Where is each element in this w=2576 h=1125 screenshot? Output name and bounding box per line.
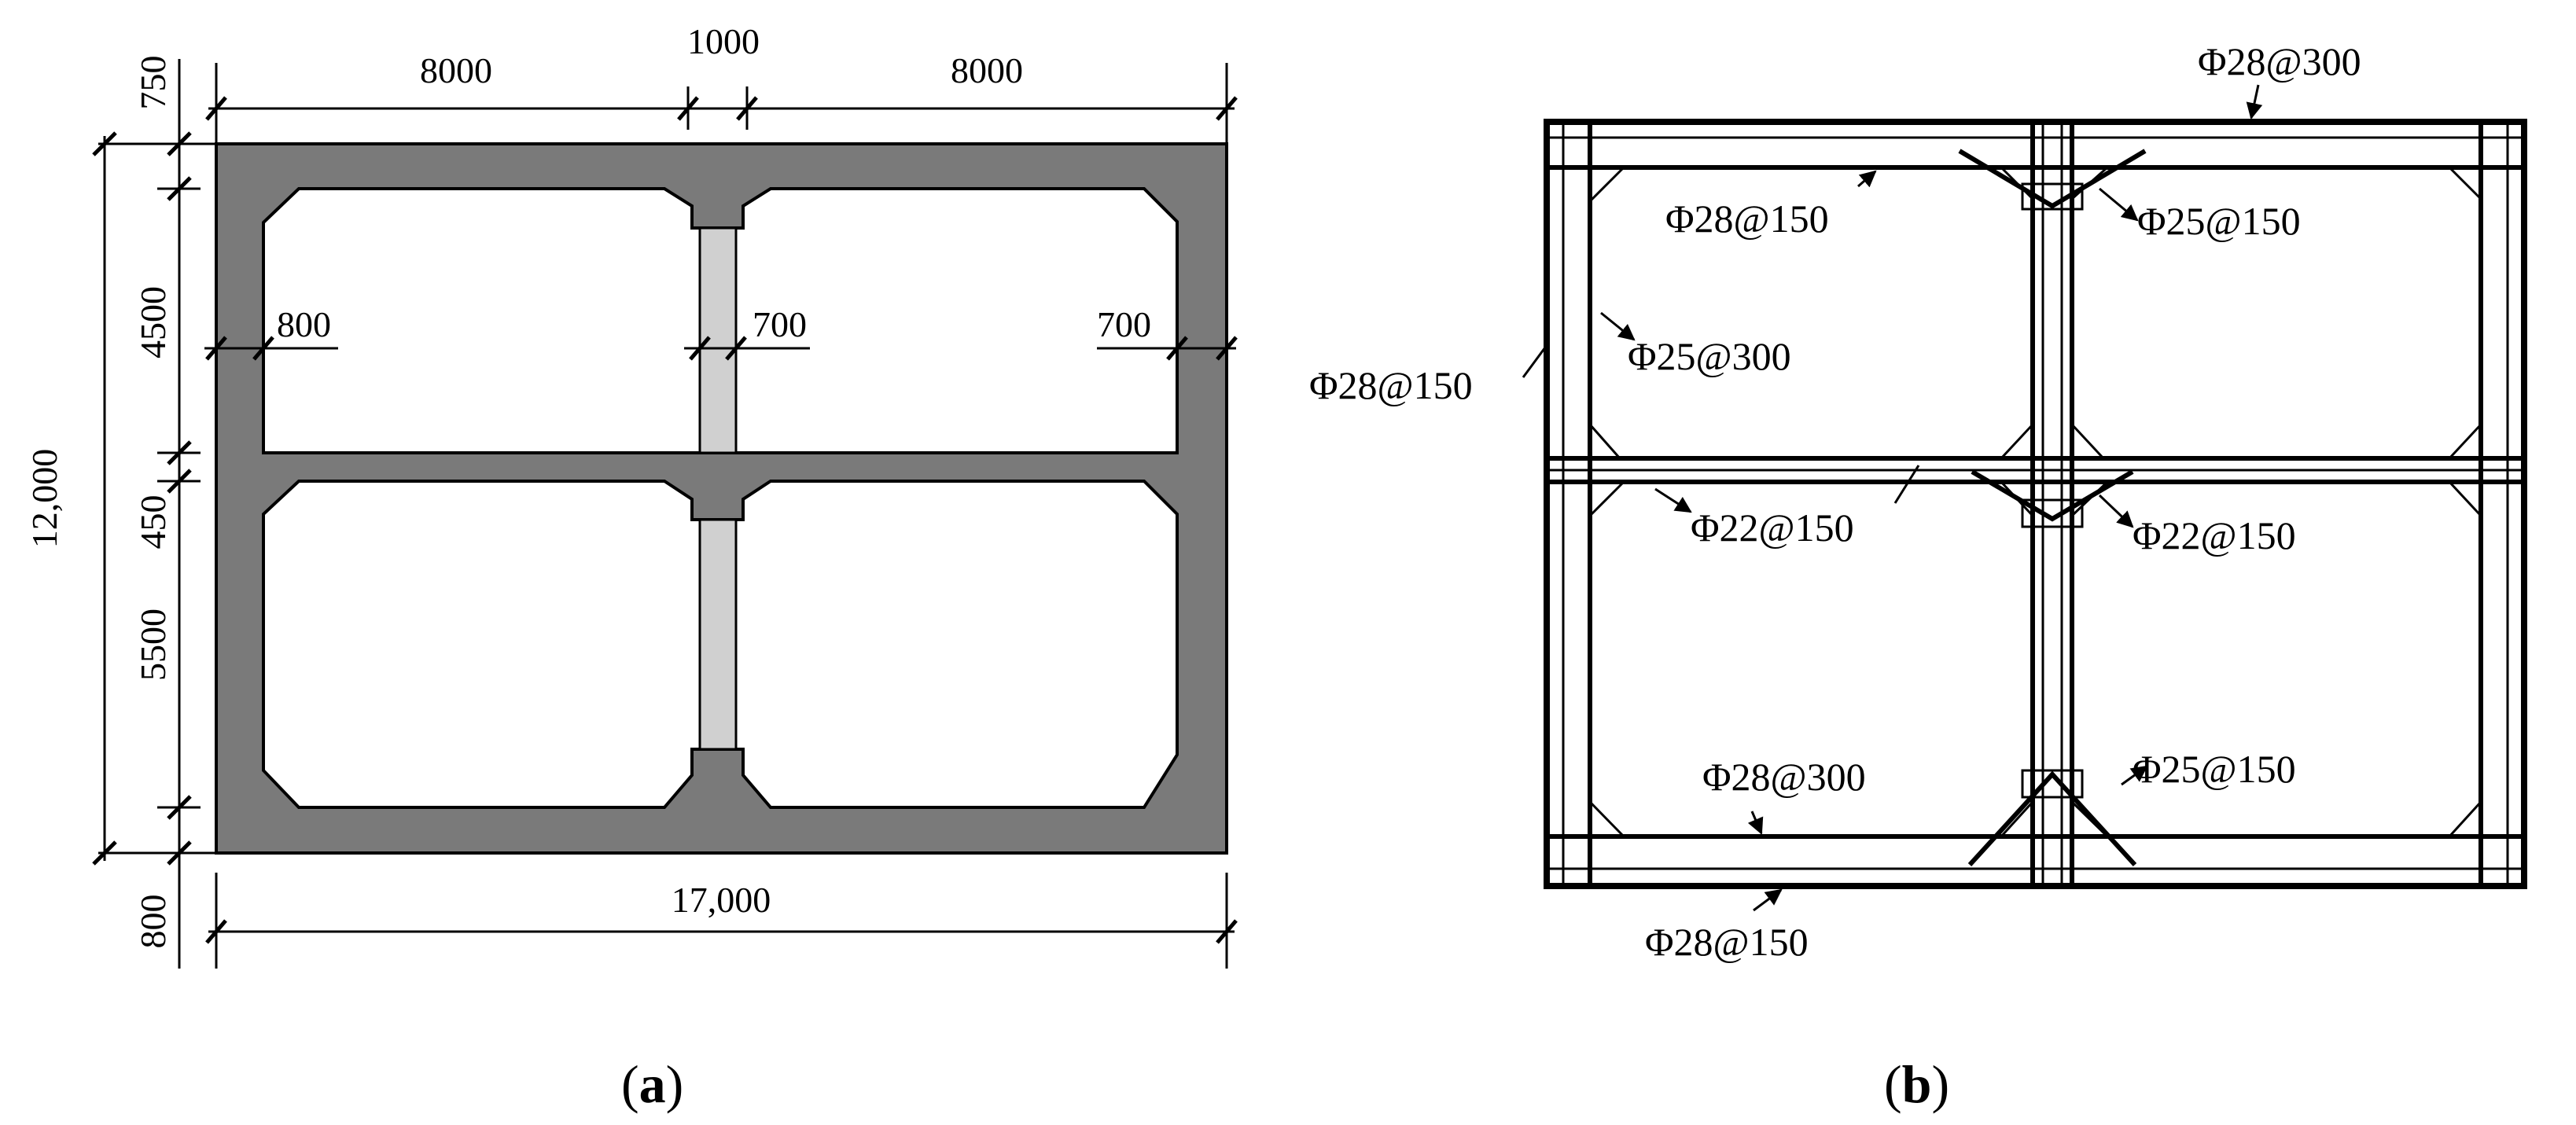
label-top-slab-inner: Φ28@150	[1665, 197, 1829, 241]
dim-left-wall: 800	[277, 304, 331, 344]
haunch-boxes	[2021, 182, 2084, 799]
dim-top-slab: 750	[133, 56, 173, 110]
dim-right-wall: 700	[1097, 304, 1151, 344]
left-dimension-lines	[92, 59, 216, 969]
lower-column	[698, 518, 738, 751]
thin-edge-bars	[1547, 122, 2524, 886]
bottom-dimension-line	[205, 873, 1238, 969]
dim-width-right: 8000	[951, 50, 1023, 90]
inner-cell-bars	[1588, 166, 2482, 838]
wall-thickness-dimensions	[204, 336, 1238, 361]
dim-width-mid: 1000	[687, 21, 760, 61]
dim-mid-slab: 450	[133, 495, 173, 550]
dim-total-height: 12,000	[24, 449, 64, 549]
dim-width-left: 8000	[420, 50, 492, 90]
label-bottom-haunch: Φ25@150	[2133, 747, 2296, 791]
dim-bottom-slab: 800	[133, 895, 173, 949]
label-top-haunch: Φ25@150	[2137, 199, 2301, 243]
top-dimension-line	[205, 63, 1238, 144]
leader-arrows	[1522, 84, 2263, 912]
label-bottom-slab-outer: Φ28@150	[1645, 920, 1809, 964]
haunch-bars	[1958, 149, 2147, 867]
label-top-slab-outer: Φ28@300	[2198, 39, 2361, 83]
caption-b: (b)	[1884, 1054, 1949, 1114]
label-left-wall-outer: Φ28@150	[1309, 363, 1473, 407]
label-mid-haunch: Φ22@150	[2133, 513, 2296, 557]
outer-boundary	[1544, 119, 2527, 889]
dim-mid-wall: 700	[753, 304, 807, 344]
label-bottom-slab-inner: Φ28@300	[1702, 755, 1866, 799]
panel-a: 8000 1000 8000 17,000	[24, 21, 1238, 1114]
dim-lower-cell: 5500	[133, 608, 173, 681]
dim-total-width: 17,000	[672, 880, 771, 920]
label-mid-slab: Φ22@150	[1691, 506, 1854, 550]
panel-b	[1522, 84, 2527, 912]
caption-a: (a)	[621, 1054, 683, 1114]
dim-upper-cell: 4500	[133, 286, 173, 358]
rebar-labels: Φ28@300 Φ28@150 Φ25@150 Φ28@150 Φ25@300 …	[1309, 39, 2361, 964]
label-left-wall-inner: Φ25@300	[1628, 334, 1791, 378]
